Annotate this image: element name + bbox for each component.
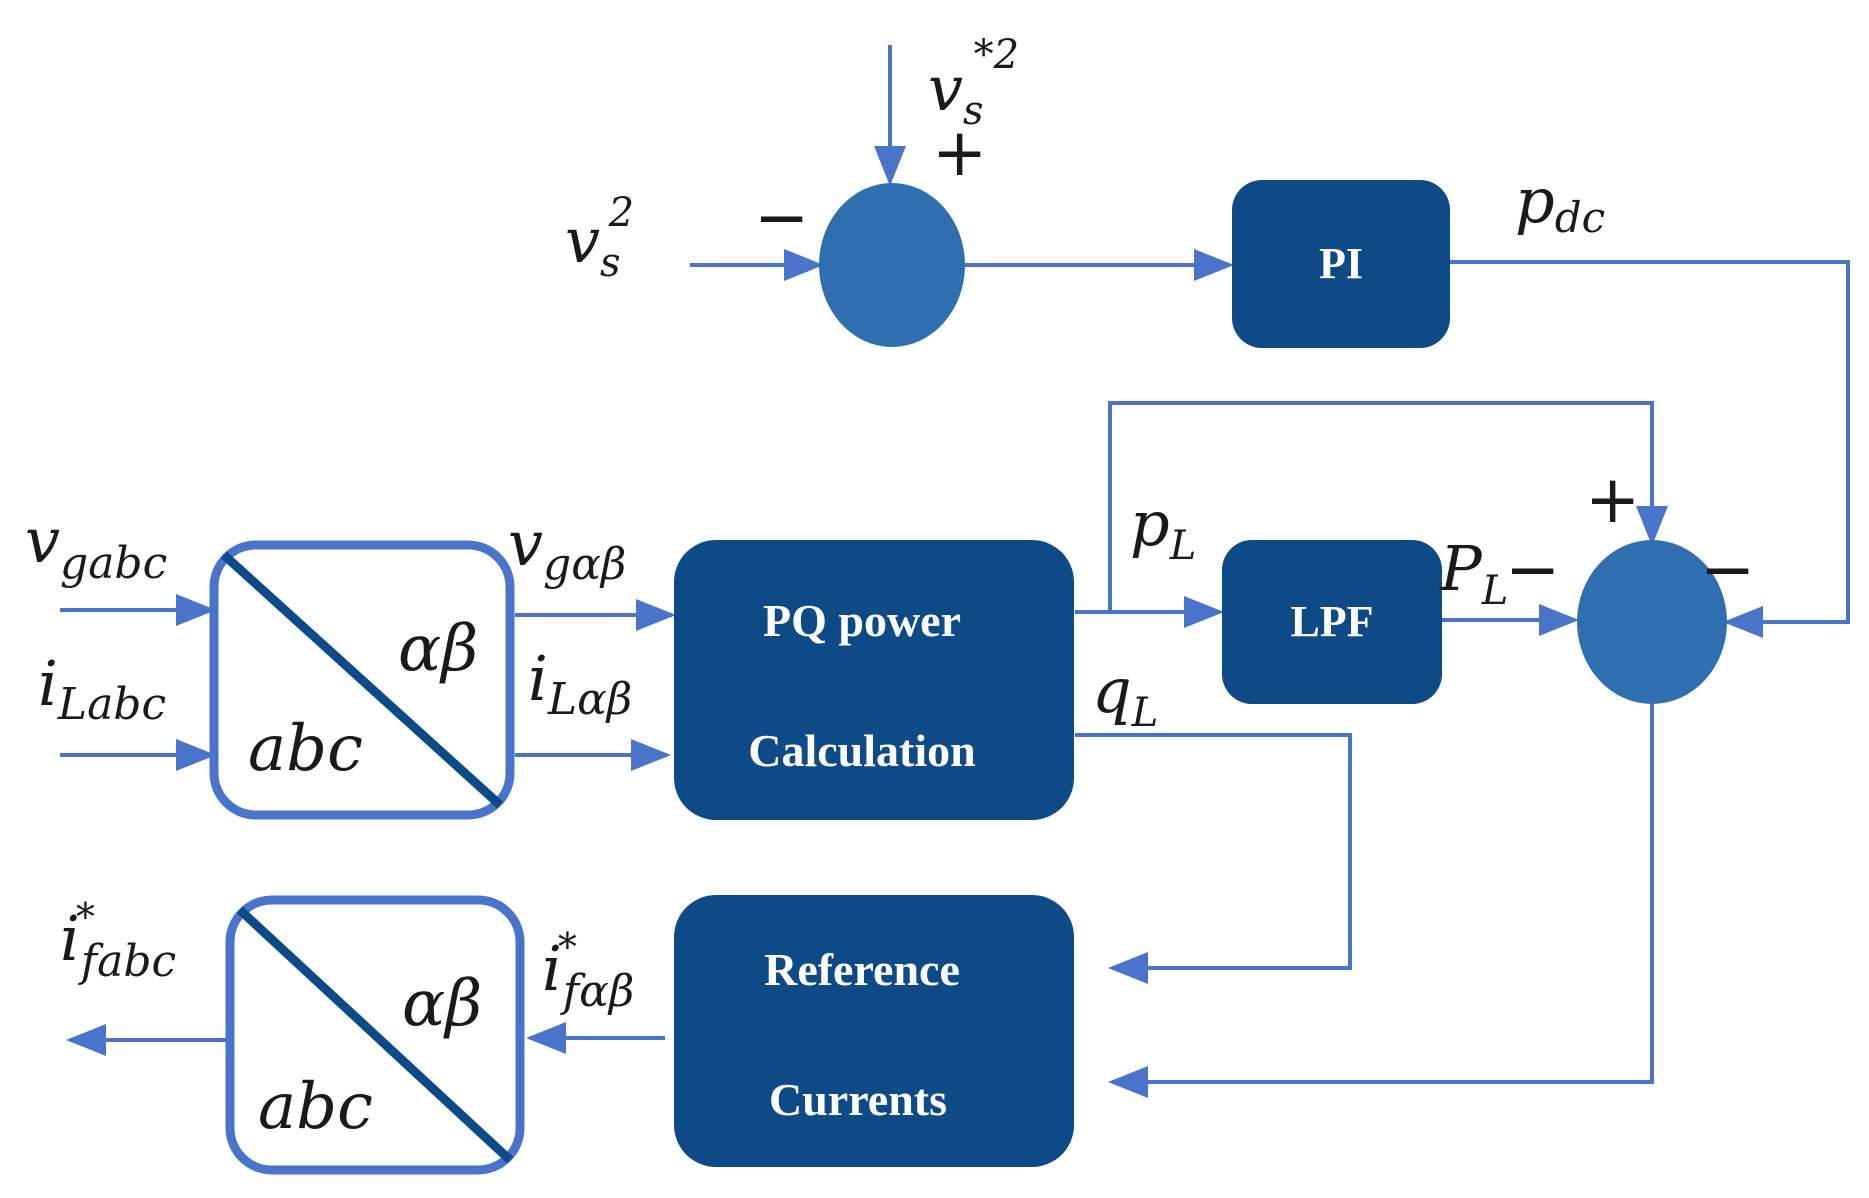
label-p-l: pL (1130, 487, 1196, 569)
summer2-minus-left-sign: − (1505, 531, 1560, 608)
pq-label-line1: PQ power (763, 595, 961, 646)
line-pl-bypass-to-summer2 (1108, 401, 1668, 612)
abc-to-alphabeta-transform: αβ abc (209, 540, 515, 820)
summer-1 (819, 183, 965, 347)
xform2-abc: abc (258, 1070, 373, 1144)
ref-label-line2: Currents (769, 1074, 947, 1125)
label-v-galphabeta: vgαβ (508, 507, 626, 590)
line-ql-to-ref (1075, 733, 1352, 984)
xform1-abc: abc (248, 712, 363, 786)
line-summer2-to-ref (1108, 703, 1654, 1098)
label-i-fabc: i*fabc (60, 895, 176, 987)
summer-2 (1577, 540, 1727, 704)
summer2-minus-right-sign: − (1700, 531, 1755, 608)
xform2-alphabeta: αβ (402, 967, 482, 1041)
label-i-labc: iLabc (38, 647, 166, 730)
lpf-label: LPF (1290, 597, 1373, 646)
label-p-l-filtered: PL (1439, 532, 1508, 614)
label-v-gabc: vgabc (25, 504, 167, 589)
summer1-minus-sign: − (754, 179, 809, 256)
pi-block: PI (1232, 180, 1450, 348)
label-p-dc: pdc (1515, 164, 1605, 242)
pi-label: PI (1319, 239, 1363, 288)
ref-label-line1: Reference (764, 944, 960, 995)
xform1-alphabeta: αβ (398, 612, 478, 686)
lpf-block: LPF (1222, 540, 1442, 704)
label-i-f-alphabeta: i*fαβ (542, 925, 634, 1017)
label-vs-ref: vs*2 (928, 32, 1019, 134)
alphabeta-to-abc-transform: αβ abc (225, 895, 525, 1175)
pq-label-line2: Calculation (748, 725, 975, 776)
label-vs-sq: vs2 (565, 190, 634, 286)
summer2-plus-sign: + (1585, 461, 1640, 538)
summer1-plus-sign: + (932, 114, 987, 191)
label-i-lalphabeta: iLαβ (528, 642, 632, 725)
pq-power-calculation-block: PQ power Calculation (674, 540, 1074, 820)
line-pi-to-summer2 (1450, 260, 1850, 638)
reference-currents-block: Reference Currents (674, 895, 1074, 1167)
label-q-l: qL (1092, 654, 1158, 736)
